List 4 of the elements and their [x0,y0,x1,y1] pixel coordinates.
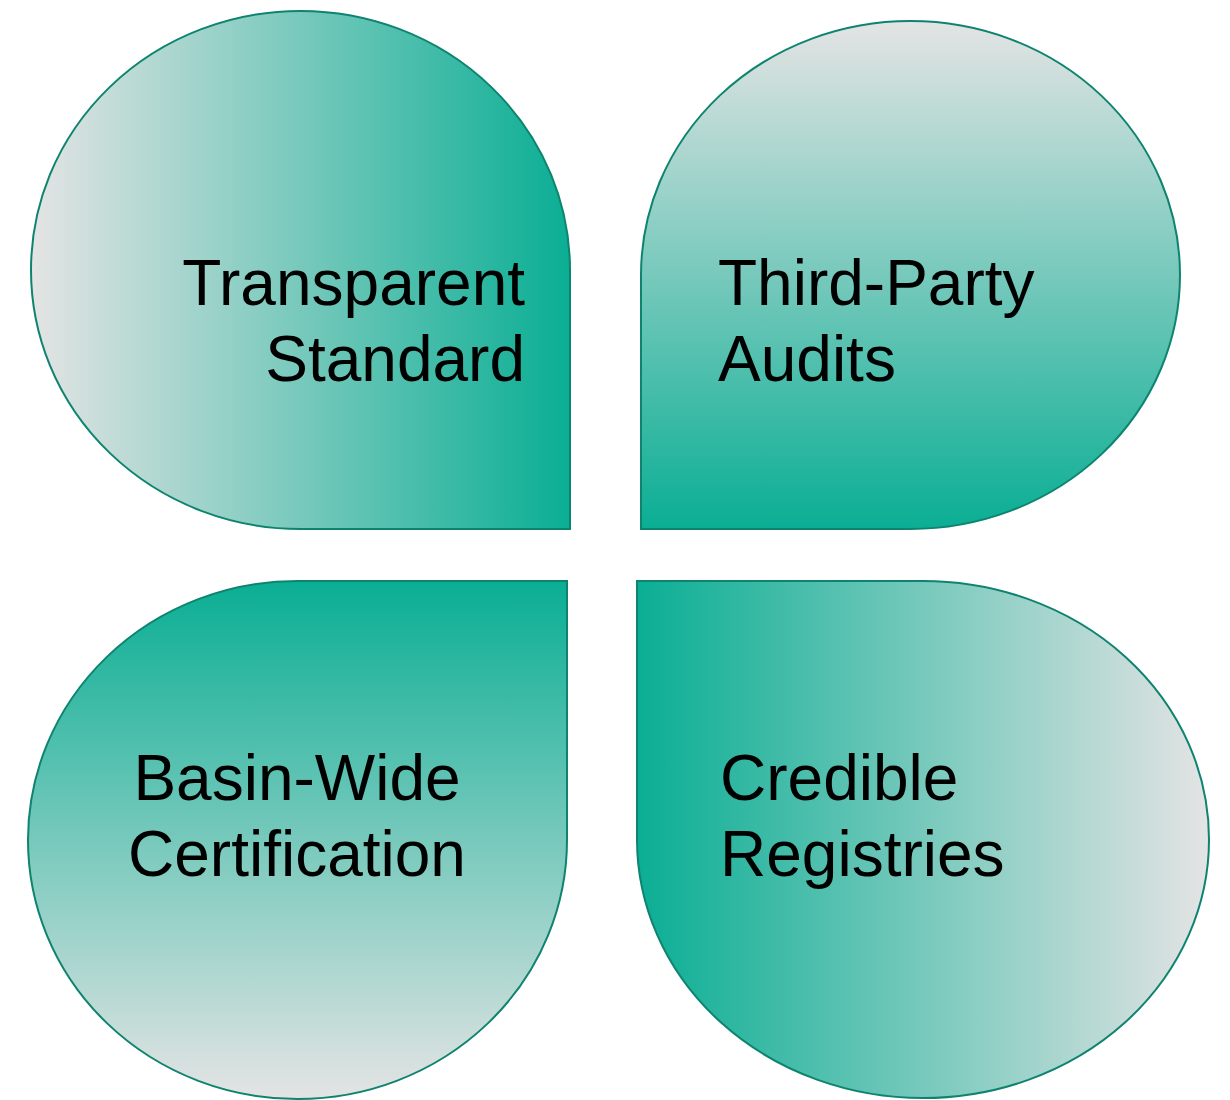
petal-label: Transparent Standard [181,246,525,397]
petal-label: Basin-Wide Certification [127,741,467,892]
petal-label: Third-Party Audits [718,246,1036,397]
petal-label: Credible Registries [720,741,1006,892]
